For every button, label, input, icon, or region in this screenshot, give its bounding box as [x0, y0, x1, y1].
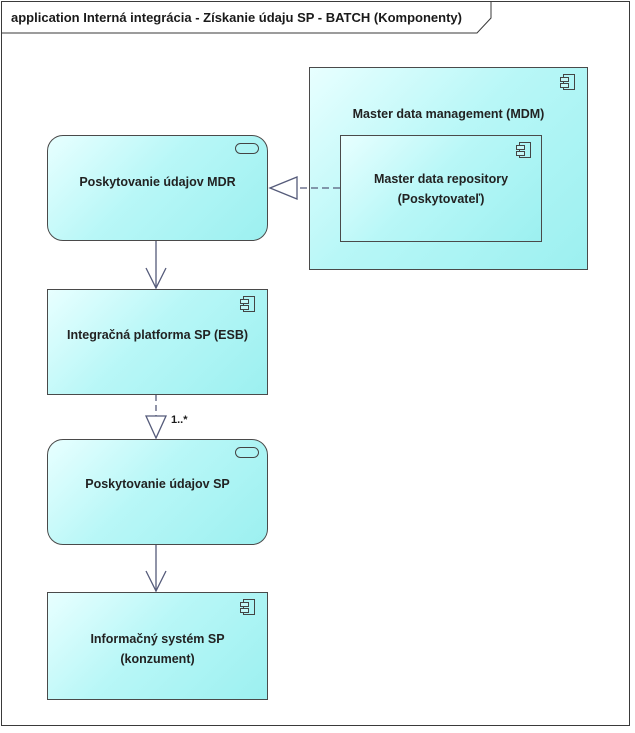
svc-mdr-label: Poskytovanie údajov MDR — [79, 175, 236, 189]
edge-serving-sp-is — [145, 545, 167, 593]
is-sp-label-line1: Informačný systém SP — [90, 632, 225, 646]
component-icon — [516, 142, 531, 158]
component-icon — [240, 296, 255, 312]
repo-node[interactable]: Master data repository (Poskytovateľ) — [340, 135, 542, 242]
edge-realization-esb-sp — [144, 395, 168, 440]
esb-node[interactable]: Integračná platforma SP (ESB) — [47, 289, 268, 395]
repo-label-line1: Master data repository — [373, 172, 509, 186]
service-icon — [235, 447, 259, 458]
esb-label: Integračná platforma SP (ESB) — [66, 328, 249, 342]
service-icon — [235, 143, 259, 154]
svc-sp-label: Poskytovanie údajov SP — [85, 477, 230, 491]
svc-mdr-node[interactable]: Poskytovanie údajov MDR — [47, 135, 268, 241]
svc-sp-node[interactable]: Poskytovanie údajov SP — [47, 439, 268, 545]
is-sp-label-line2: (konzument) — [120, 652, 195, 666]
edge-serving-mdr-esb — [145, 241, 167, 290]
edge-realization-repo-mdr — [268, 176, 340, 200]
component-icon — [240, 599, 255, 615]
multiplicity-label: 1..* — [171, 414, 188, 426]
mdm-label: Master data management (MDM) — [352, 107, 545, 121]
is-sp-node[interactable]: Informačný systém SP (konzument) — [47, 592, 268, 700]
diagram-title: application Interná integrácia - Získani… — [11, 10, 462, 25]
component-icon — [560, 74, 575, 90]
repo-label-line2: (Poskytovateľ) — [397, 192, 485, 206]
